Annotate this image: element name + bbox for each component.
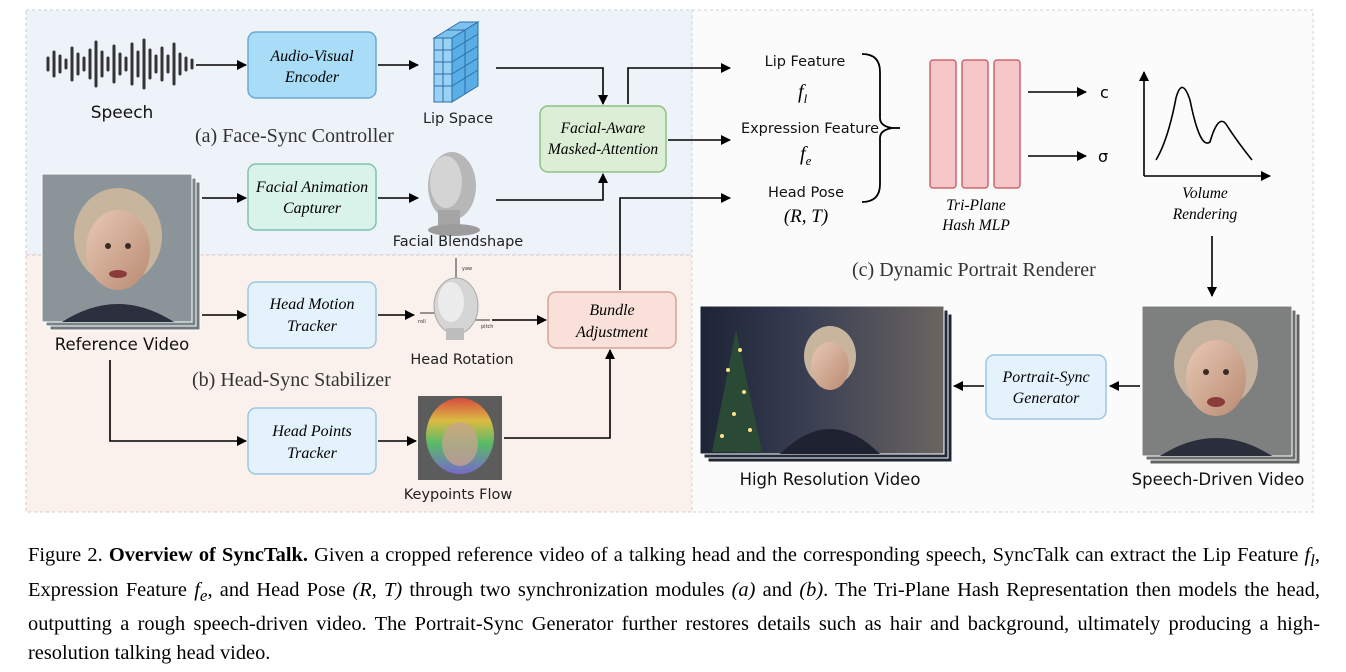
left-arrows [109, 60, 731, 446]
facial-blendshape-head-icon [428, 152, 480, 236]
caption-sym3: (R, T) [352, 578, 403, 601]
head-rotation-label: Head Rotation [410, 352, 513, 368]
triplane-line1: Tri-Plane [946, 197, 1006, 214]
head-points-tracker-box [247, 407, 377, 475]
facial-animation-line1: Facial Animation [255, 179, 368, 196]
caption-sym2: f [194, 578, 200, 601]
speech-waveform-icon [46, 38, 194, 90]
portrait-sync-line1: Portrait-Sync [1001, 369, 1089, 386]
roll-label: roll [418, 319, 426, 325]
audio-visual-encoder-box [247, 31, 377, 99]
expression-feature-label: Expression Feature [741, 121, 879, 137]
pitch-label: pitch [481, 324, 493, 330]
volume-rendering-plot-icon [1139, 71, 1271, 181]
lip-feature-symbol: fl [798, 81, 808, 106]
reference-video-frames [41, 173, 201, 331]
caption-seg4: through two synchronization modules [402, 578, 732, 601]
head-pose-label: Head Pose [768, 185, 844, 201]
reference-video-label: Reference Video [55, 335, 190, 354]
head-points-line1: Head Points [271, 423, 352, 440]
renderer-title: (c) Dynamic Portrait Renderer [852, 259, 1096, 281]
caption-sub1: l [1310, 551, 1315, 571]
facial-aware-line1: Facial-Aware [560, 120, 646, 137]
head-points-line2: Tracker [287, 445, 338, 462]
audio-visual-encoder-line2: Encoder [284, 69, 340, 86]
high-resolution-video-label: High Resolution Video [740, 470, 921, 489]
lip-symbol-sub: l [804, 91, 808, 106]
figure-caption: Figure 2. Overview of SyncTalk. Given a … [28, 541, 1320, 668]
lip-symbol-f: f [798, 81, 806, 103]
lip-feature-label: Lip Feature [765, 54, 846, 70]
caption-sym1: f [1304, 544, 1311, 566]
expression-feature-symbol: fe [800, 143, 812, 168]
head-pose-symbol: (R, T) [784, 206, 828, 227]
facial-aware-attention-box [539, 105, 667, 173]
portrait-sync-line2: Generator [1013, 390, 1080, 407]
caption-sym5: (b) [799, 578, 824, 601]
head-motion-line2: Tracker [287, 318, 338, 335]
head-motion-tracker-box [247, 281, 377, 349]
audio-visual-encoder-line1: Audio-Visual [269, 48, 354, 65]
portrait-sync-generator-box [985, 354, 1107, 420]
triplane-line2: Hash MLP [941, 217, 1010, 234]
output-c-label: c [1100, 83, 1109, 102]
caption-seg2: , Expression Feature [28, 544, 1320, 601]
keypoints-flow-image [418, 396, 502, 480]
caption-seg3: , and Head Pose [207, 578, 353, 601]
facial-blendshape-label: Facial Blendshape [393, 234, 524, 250]
head-motion-line1: Head Motion [269, 296, 355, 313]
head-sync-title: (b) Head-Sync Stabilizer [192, 369, 391, 391]
bundle-adjustment-box [547, 291, 677, 349]
expression-symbol-f: f [800, 143, 808, 165]
caption-sub2: e [199, 585, 208, 605]
yaw-label: yaw [462, 266, 472, 272]
caption-figure-number: Figure 2. [28, 544, 103, 566]
volume-rendering-line1: Volume [1182, 185, 1228, 202]
facial-aware-line2: Masked-Attention [547, 141, 658, 158]
speech-label: Speech [91, 103, 154, 123]
face-sync-title: (a) Face-Sync Controller [195, 125, 394, 147]
bundle-adjustment-line2: Adjustment [575, 324, 649, 341]
caption-seg6: . The Tri-Plane Hash Representation then… [28, 578, 1320, 664]
speech-driven-video-frames [1141, 305, 1301, 465]
high-resolution-video-frames [699, 305, 953, 463]
expression-symbol-sub: e [806, 153, 812, 168]
triplane-hash-mlp-bars [929, 59, 1021, 189]
synctalk-overview-figure: Speech Audio-Visual Encoder Lip Space (a… [25, 9, 1314, 513]
caption-seg1: Given a cropped reference video of a tal… [307, 544, 1305, 566]
lip-space-cube-icon [432, 21, 480, 103]
speech-driven-video-label: Speech-Driven Video [1132, 470, 1305, 489]
bundle-adjustment-line1: Bundle [589, 302, 634, 319]
caption-sym4: (a) [731, 578, 756, 601]
output-sigma-label: σ [1098, 147, 1108, 166]
caption-title: Overview of SyncTalk. [108, 544, 308, 566]
lip-space-label: Lip Space [423, 111, 493, 127]
head-rotation-icon: yaw roll pitch [418, 258, 493, 340]
caption-seg5: and [755, 578, 800, 601]
facial-animation-line2: Capturer [283, 200, 342, 217]
keypoints-flow-label: Keypoints Flow [404, 487, 513, 503]
facial-animation-capturer-box [247, 163, 377, 231]
volume-rendering-line2: Rendering [1172, 206, 1238, 223]
